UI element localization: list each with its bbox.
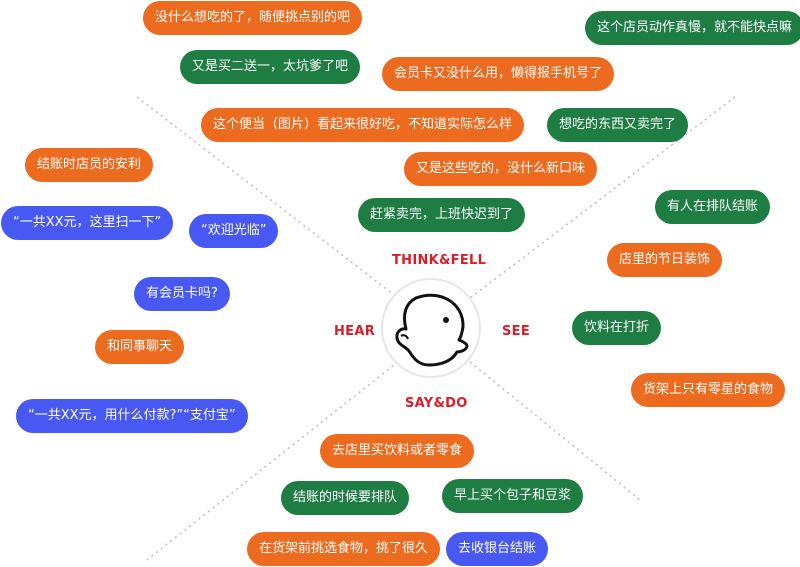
note-card: 这个店员动作真慢，就不能快点嘛 — [585, 11, 800, 45]
note-card: 早上买个包子和豆浆 — [442, 479, 584, 513]
note-card: 去店里买饮料或者零食 — [320, 434, 475, 468]
divider-line-top-left — [136, 96, 399, 299]
quadrant-label-think-feel: THINK&FELL — [392, 253, 487, 268]
note-card: 没什么想吃的了，随便挑点别的吧 — [143, 1, 363, 35]
divider-line-bottom-right — [469, 361, 641, 501]
note-card: 有会员卡吗? — [134, 277, 230, 311]
note-card: “一共XX元，这里扫一下” — [1, 206, 174, 240]
note-card: “欢迎光临” — [189, 214, 279, 248]
note-card: 结账的时候要排队 — [281, 481, 410, 515]
note-card: 这个便当（图片）看起来很好吃，不知道实际怎么样 — [201, 108, 525, 142]
note-card: 想吃的东西又卖完了 — [547, 108, 689, 142]
divider-line-top-right — [469, 96, 736, 299]
note-card: 又是买二送一，太坑爹了吧 — [180, 50, 361, 84]
note-card: 赶紧卖完，上班快迟到了 — [358, 198, 526, 232]
note-card: 货架上只有零星的食物 — [631, 373, 786, 407]
note-card: 会员卡又没什么用，懒得报手机号了 — [382, 57, 615, 91]
note-card: 在货架前挑选食物，挑了很久 — [247, 532, 441, 566]
note-card: 又是这些吃的，没什么新口味 — [404, 152, 598, 186]
head-profile-icon — [381, 278, 481, 378]
note-card: 和同事聊天 — [95, 330, 185, 364]
note-card: 店里的节日装饰 — [607, 243, 723, 277]
note-card: “一共XX元，用什么付款?”“支付宝” — [16, 399, 248, 433]
note-card: 饮料在打折 — [572, 311, 662, 345]
quadrant-label-see: SEE — [502, 324, 531, 339]
note-card: 有人在排队结账 — [655, 190, 771, 224]
quadrant-label-hear: HEAR — [334, 324, 376, 339]
quadrant-label-say-do: SAY&DO — [405, 396, 468, 411]
note-card: 结账时店员的安利 — [25, 148, 154, 182]
note-card: 去收银台结账 — [446, 532, 549, 566]
